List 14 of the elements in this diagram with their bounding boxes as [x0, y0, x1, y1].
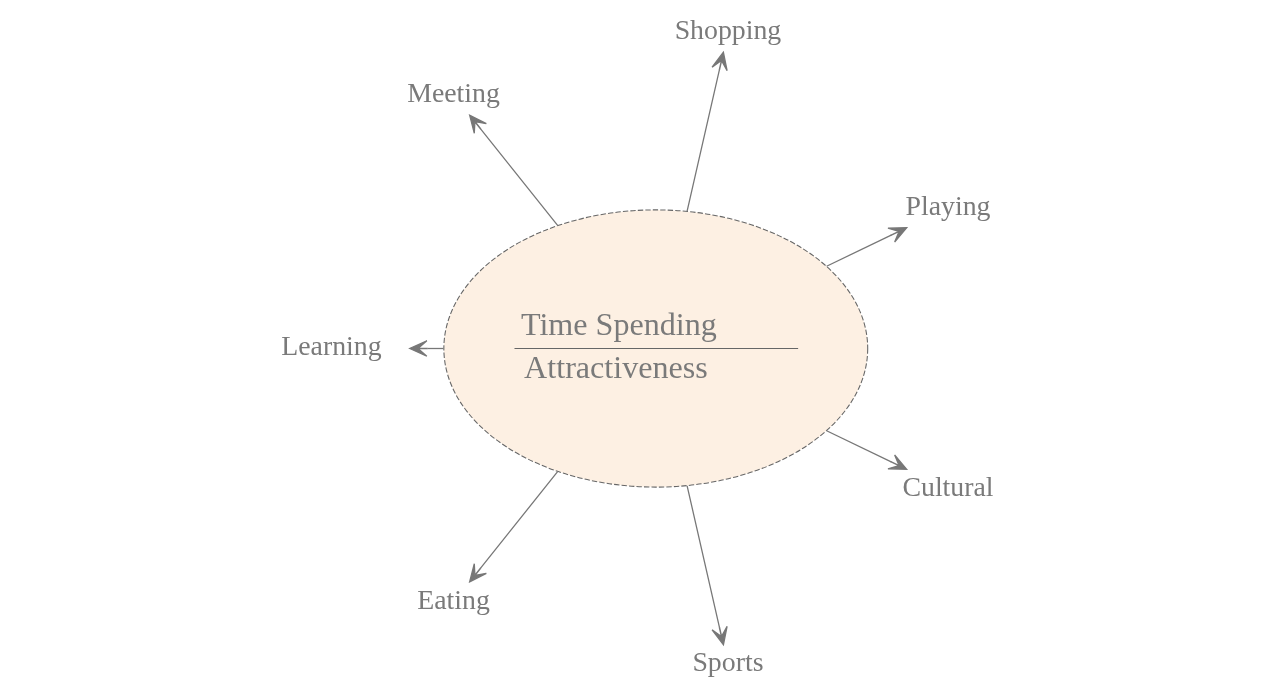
node-ellipse: Time Spending Attractiveness: [442, 209, 868, 488]
node-text: Meeting: [406, 76, 500, 108]
node-text: Shopping: [674, 14, 781, 46]
node-text: Playing: [905, 189, 990, 221]
node-text: Eating: [416, 583, 490, 615]
arrow: [468, 114, 558, 227]
arrow: [686, 485, 728, 646]
node-text: Sports: [691, 646, 763, 678]
node-text: Cultural: [901, 470, 994, 502]
node-text: Learning: [280, 330, 382, 362]
arrow: [468, 470, 558, 583]
arrow: [825, 430, 907, 470]
arrow: [825, 227, 907, 267]
arrow: [686, 51, 728, 212]
